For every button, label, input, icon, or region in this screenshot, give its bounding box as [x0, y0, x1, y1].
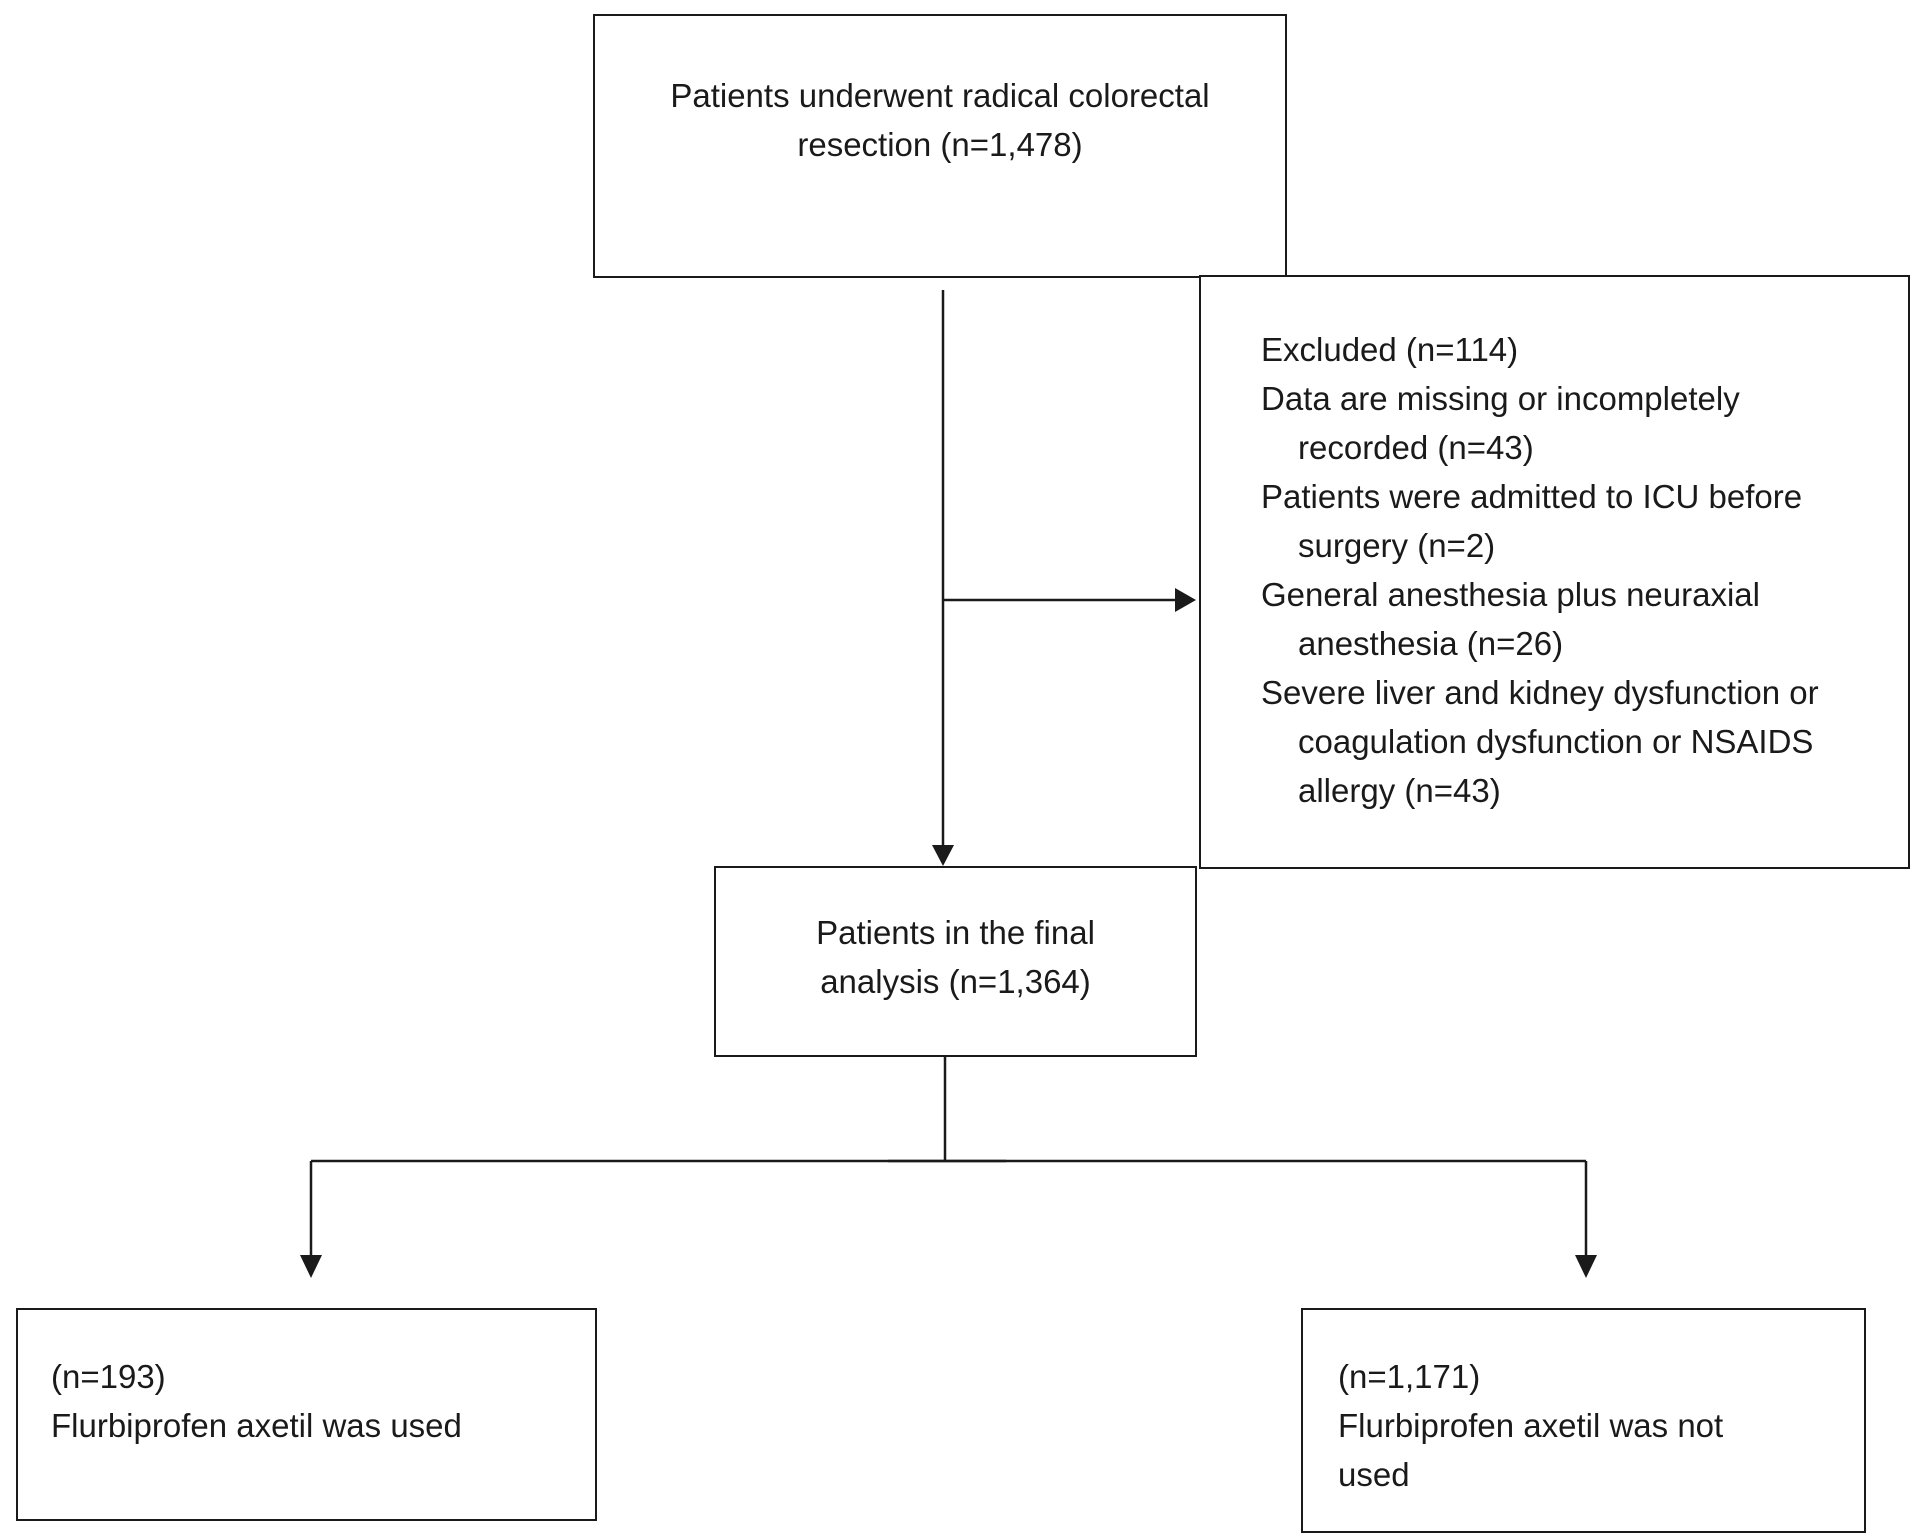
final-line-1: Patients in the final [816, 914, 1095, 951]
box-excluded: Excluded (n=114) Data are missing or inc… [1199, 275, 1910, 869]
excluded-reason-3-line-2: anesthesia (n=26) [1298, 625, 1564, 662]
excluded-reason-2-line-1: Patients were admitted to ICU before [1261, 478, 1803, 515]
excluded-reason-2-line-2: surgery (n=2) [1298, 527, 1496, 564]
group-not-used-label-1: Flurbiprofen axetil was not [1338, 1407, 1724, 1444]
excluded-reason-1-line-2: recorded (n=43) [1298, 429, 1534, 466]
start-line-1: Patients underwent radical colorectal [670, 77, 1210, 114]
arrowhead-to-excluded [1175, 588, 1196, 612]
box-flurbiprofen-not-used: (n=1,171) Flurbiprofen axetil was not us… [1301, 1308, 1866, 1533]
excluded-reason-4-line-1: Severe liver and kidney dysfunction or [1261, 674, 1819, 711]
final-line-2: analysis (n=1,364) [820, 963, 1091, 1000]
arrowhead-to-group-used [300, 1255, 322, 1278]
group-not-used-count: (n=1,171) [1338, 1358, 1481, 1395]
group-used-count: (n=193) [51, 1358, 166, 1395]
excluded-reason-3-line-1: General anesthesia plus neuraxial [1261, 576, 1760, 613]
arrowhead-to-final [932, 845, 954, 866]
box-flurbiprofen-used: (n=193) Flurbiprofen axetil was used [16, 1308, 597, 1521]
excluded-reason-4-line-3: allergy (n=43) [1298, 772, 1501, 809]
box-radical-resection: Patients underwent radical colorectal re… [593, 14, 1287, 278]
start-line-2: resection (n=1,478) [797, 126, 1083, 163]
group-not-used-label-2: used [1338, 1456, 1410, 1493]
excluded-reason-4-line-2: coagulation dysfunction or NSAIDS [1298, 723, 1814, 760]
group-used-label: Flurbiprofen axetil was used [51, 1407, 462, 1444]
excluded-title: Excluded (n=114) [1261, 331, 1519, 368]
arrowhead-to-group-not-used [1575, 1255, 1597, 1278]
excluded-reason-1-line-1: Data are missing or incompletely [1261, 380, 1740, 417]
box-final-analysis: Patients in the final analysis (n=1,364) [714, 866, 1197, 1057]
